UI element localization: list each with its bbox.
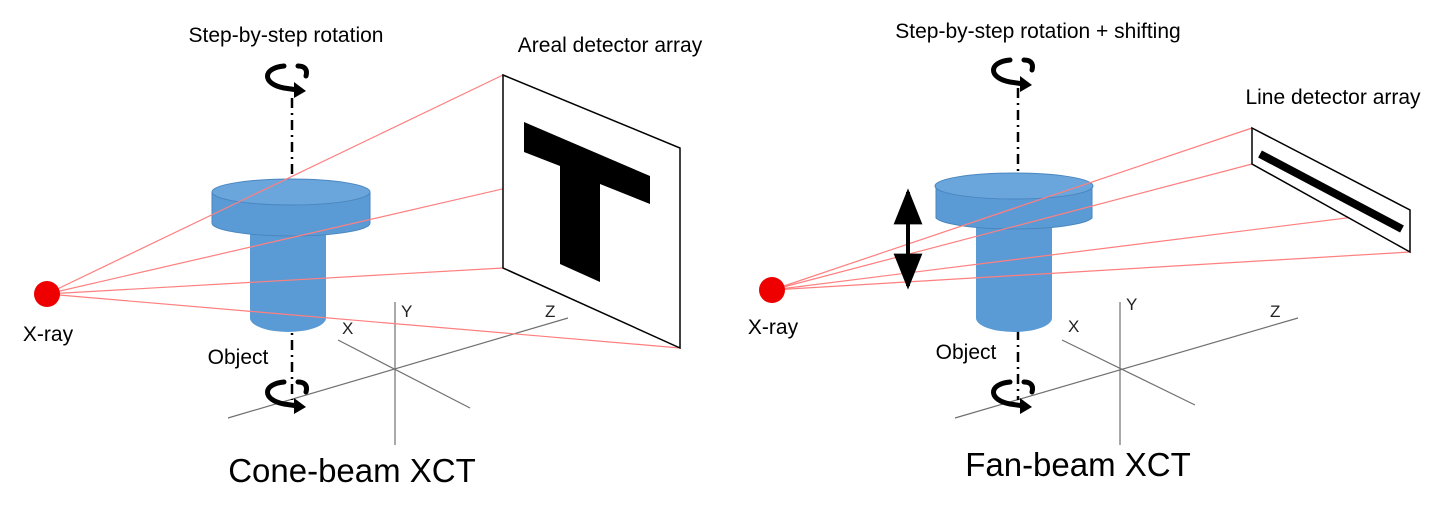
xray-source <box>759 277 785 303</box>
detector-t-projection <box>524 122 650 282</box>
rotation-arrow-icon <box>994 60 1033 92</box>
panel-caption: Fan-beam XCT <box>965 446 1191 483</box>
cone-beam-panel: Step-by-step rotation Areal detector arr… <box>23 24 703 489</box>
xray-source <box>34 281 60 307</box>
fan-beam-panel: Step-by-step rotation + shifting Line de… <box>748 20 1421 483</box>
axes-gizmo <box>227 302 569 445</box>
axis-z-label: Z <box>545 302 555 321</box>
detector-label: Areal detector array <box>518 34 703 57</box>
object-label: Object <box>208 346 269 369</box>
object-shape <box>211 178 371 332</box>
detector-label: Line detector array <box>1245 86 1421 109</box>
object-label: Object <box>936 341 997 364</box>
rotation-arrow-icon <box>994 382 1033 414</box>
rotation-arrow-icon <box>268 66 307 98</box>
fan-beam-rays <box>771 127 1411 291</box>
axis-x-label: X <box>1068 317 1079 336</box>
line-detector <box>1251 126 1411 254</box>
axes-gizmo <box>954 302 1299 445</box>
axis-y-label: Y <box>1126 295 1137 314</box>
axis-y-label: Y <box>401 302 412 321</box>
areal-detector <box>502 73 681 350</box>
axis-z-label: Z <box>1270 302 1280 321</box>
rotation-arrow-icon <box>268 382 307 414</box>
source-label: X-ray <box>748 316 799 339</box>
panel-caption: Cone-beam XCT <box>228 452 476 489</box>
object-shape <box>934 172 1094 332</box>
rotation-label: Step-by-step rotation + shifting <box>895 20 1180 43</box>
detector-line-projection <box>1258 150 1404 233</box>
source-label: X-ray <box>23 323 74 346</box>
rotation-label: Step-by-step rotation <box>189 24 384 47</box>
axis-x-label: X <box>342 319 353 338</box>
